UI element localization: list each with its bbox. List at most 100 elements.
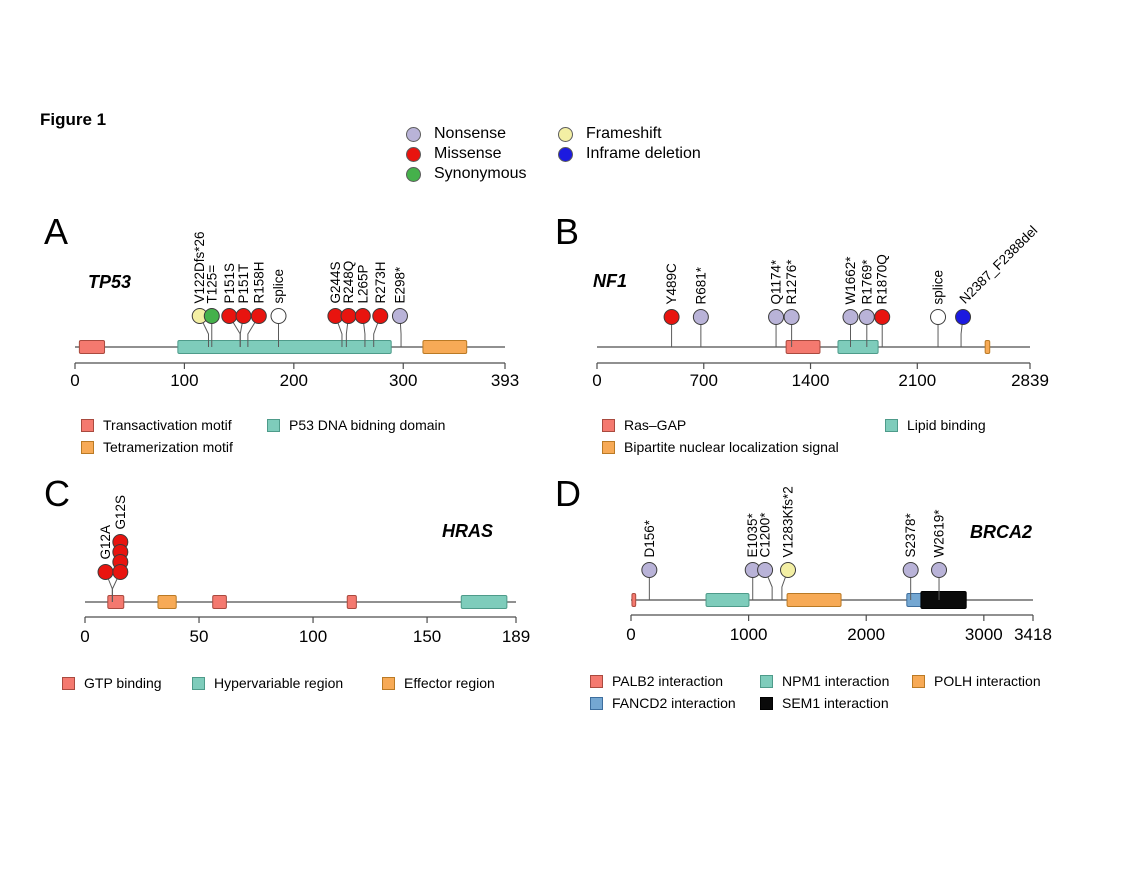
salmon-domain-swatch-icon bbox=[590, 674, 603, 688]
domain-rect bbox=[920, 591, 967, 609]
gene-name: NF1 bbox=[593, 271, 627, 291]
axis-tick-label: 150 bbox=[413, 627, 441, 646]
domain-legend-label: Lipid binding bbox=[907, 417, 986, 433]
axis-tick-label: 1400 bbox=[792, 371, 830, 390]
domain-legend-item: NPM1 interaction bbox=[760, 670, 889, 692]
mutation-legend-item: Nonsense bbox=[406, 124, 558, 144]
mutation-legend-item: Missense bbox=[406, 144, 558, 164]
mutation-circle bbox=[930, 309, 947, 325]
axis-tick-label: 2000 bbox=[847, 625, 885, 644]
axis-tick-label: 393 bbox=[491, 371, 519, 390]
orange-domain-swatch-icon bbox=[602, 440, 615, 454]
axis-tick-label: 100 bbox=[299, 627, 327, 646]
domain-rect bbox=[906, 593, 924, 607]
domain-legend-item: Hypervariable region bbox=[192, 672, 343, 694]
mutation-circle bbox=[221, 308, 238, 324]
mutation-circle bbox=[692, 309, 709, 325]
salmon-domain-swatch-icon bbox=[62, 676, 75, 690]
mutation-circle bbox=[250, 308, 267, 324]
domain-legend-item: Bipartite nuclear localization signal bbox=[602, 436, 839, 458]
domain-legend-item: POLH interaction bbox=[912, 670, 1041, 692]
domain-rect bbox=[78, 340, 106, 354]
domain-legend-label: FANCD2 interaction bbox=[612, 695, 736, 711]
panel-letter: D bbox=[555, 473, 581, 514]
mutation-circle bbox=[663, 309, 680, 325]
domain-legend-label: Hypervariable region bbox=[214, 675, 344, 691]
domain-legend-label: SEM1 interaction bbox=[782, 695, 889, 711]
mutation-label: R273H bbox=[373, 261, 388, 303]
mutation-label: splice bbox=[931, 270, 946, 305]
mutation-label: N2387_F2388del bbox=[957, 223, 1041, 307]
domain-legend-label: Tetramerization motif bbox=[103, 439, 233, 455]
teal-domain-swatch-icon bbox=[760, 674, 773, 688]
domain-legend-item: GTP binding bbox=[62, 672, 162, 694]
mutation-type-label: Frameshift bbox=[586, 125, 662, 142]
panel-letter: C bbox=[44, 473, 70, 514]
axis-tick-label: 3000 bbox=[965, 625, 1003, 644]
domain-rect bbox=[177, 340, 392, 354]
mutation-legend-item: Synonymous bbox=[406, 164, 558, 184]
domain-legend-label: PALB2 interaction bbox=[612, 673, 724, 689]
domain-rect bbox=[157, 595, 177, 609]
domain-legend-label: Effector region bbox=[404, 675, 495, 691]
axis-tick-label: 2100 bbox=[898, 371, 936, 390]
black-domain-swatch-icon bbox=[760, 696, 773, 710]
domain-legend-item: Ras–GAP bbox=[602, 414, 839, 436]
mutation-circle bbox=[931, 562, 948, 578]
mutation-label: V122Dfs*26 bbox=[192, 231, 207, 303]
orange-domain-swatch-icon bbox=[382, 676, 395, 690]
mutation-label: R248Q bbox=[341, 261, 356, 304]
gene-name: BRCA2 bbox=[970, 522, 1032, 542]
panel-letter: B bbox=[555, 211, 579, 252]
teal-domain-swatch-icon bbox=[885, 418, 898, 432]
teal-domain-swatch-icon bbox=[267, 418, 280, 432]
domain-legend-item: SEM1 interaction bbox=[760, 692, 889, 714]
mutation-label: E1035* bbox=[745, 512, 760, 557]
mutation-label: P151S bbox=[222, 263, 237, 304]
mutation-label: W2619* bbox=[932, 509, 947, 558]
mutation-legend-item: Inframe deletion bbox=[558, 144, 701, 164]
mutation-type-label: Synonymous bbox=[434, 165, 527, 182]
mutation-circle bbox=[391, 308, 408, 324]
domain-legend-item: Tetramerization motif bbox=[81, 436, 233, 458]
domain-rect bbox=[346, 595, 357, 609]
domain-legend-column: POLH interaction bbox=[912, 670, 1041, 692]
domain-legend-label: Ras–GAP bbox=[624, 417, 687, 433]
mutation-label: P151T bbox=[236, 264, 251, 304]
panel-letter: A bbox=[44, 211, 68, 252]
mutation-circle bbox=[340, 308, 357, 324]
mutation-label: T125= bbox=[204, 265, 219, 304]
mutation-label: R1276* bbox=[784, 259, 799, 305]
domain-rect bbox=[786, 593, 842, 607]
nonsense-swatch-icon bbox=[406, 126, 421, 142]
mutation-circle bbox=[955, 309, 972, 325]
mutation-label: Q1174* bbox=[769, 259, 784, 305]
domain-legend-item: Transactivation motif bbox=[81, 414, 233, 436]
mutation-type-label: Missense bbox=[434, 145, 502, 162]
domain-rect bbox=[984, 340, 991, 354]
mutation-circle bbox=[203, 308, 220, 324]
mutation-legend-item: Frameshift bbox=[558, 124, 701, 144]
mutation-label: L265P bbox=[355, 264, 370, 303]
mutation-label: Y489C bbox=[664, 263, 679, 305]
salmon-domain-swatch-icon bbox=[81, 418, 94, 432]
axis-tick-label: 0 bbox=[80, 627, 89, 646]
mutation-label: S2378* bbox=[903, 512, 918, 557]
mutation-circle bbox=[768, 309, 785, 325]
mutation-circle bbox=[902, 562, 919, 578]
inframe_deletion-swatch-icon bbox=[558, 146, 573, 162]
domain-legend-column: Hypervariable region bbox=[192, 672, 343, 694]
domain-legend-item: FANCD2 interaction bbox=[590, 692, 736, 714]
mutation-circle bbox=[372, 308, 389, 324]
mutation-label: G12A bbox=[98, 525, 113, 560]
